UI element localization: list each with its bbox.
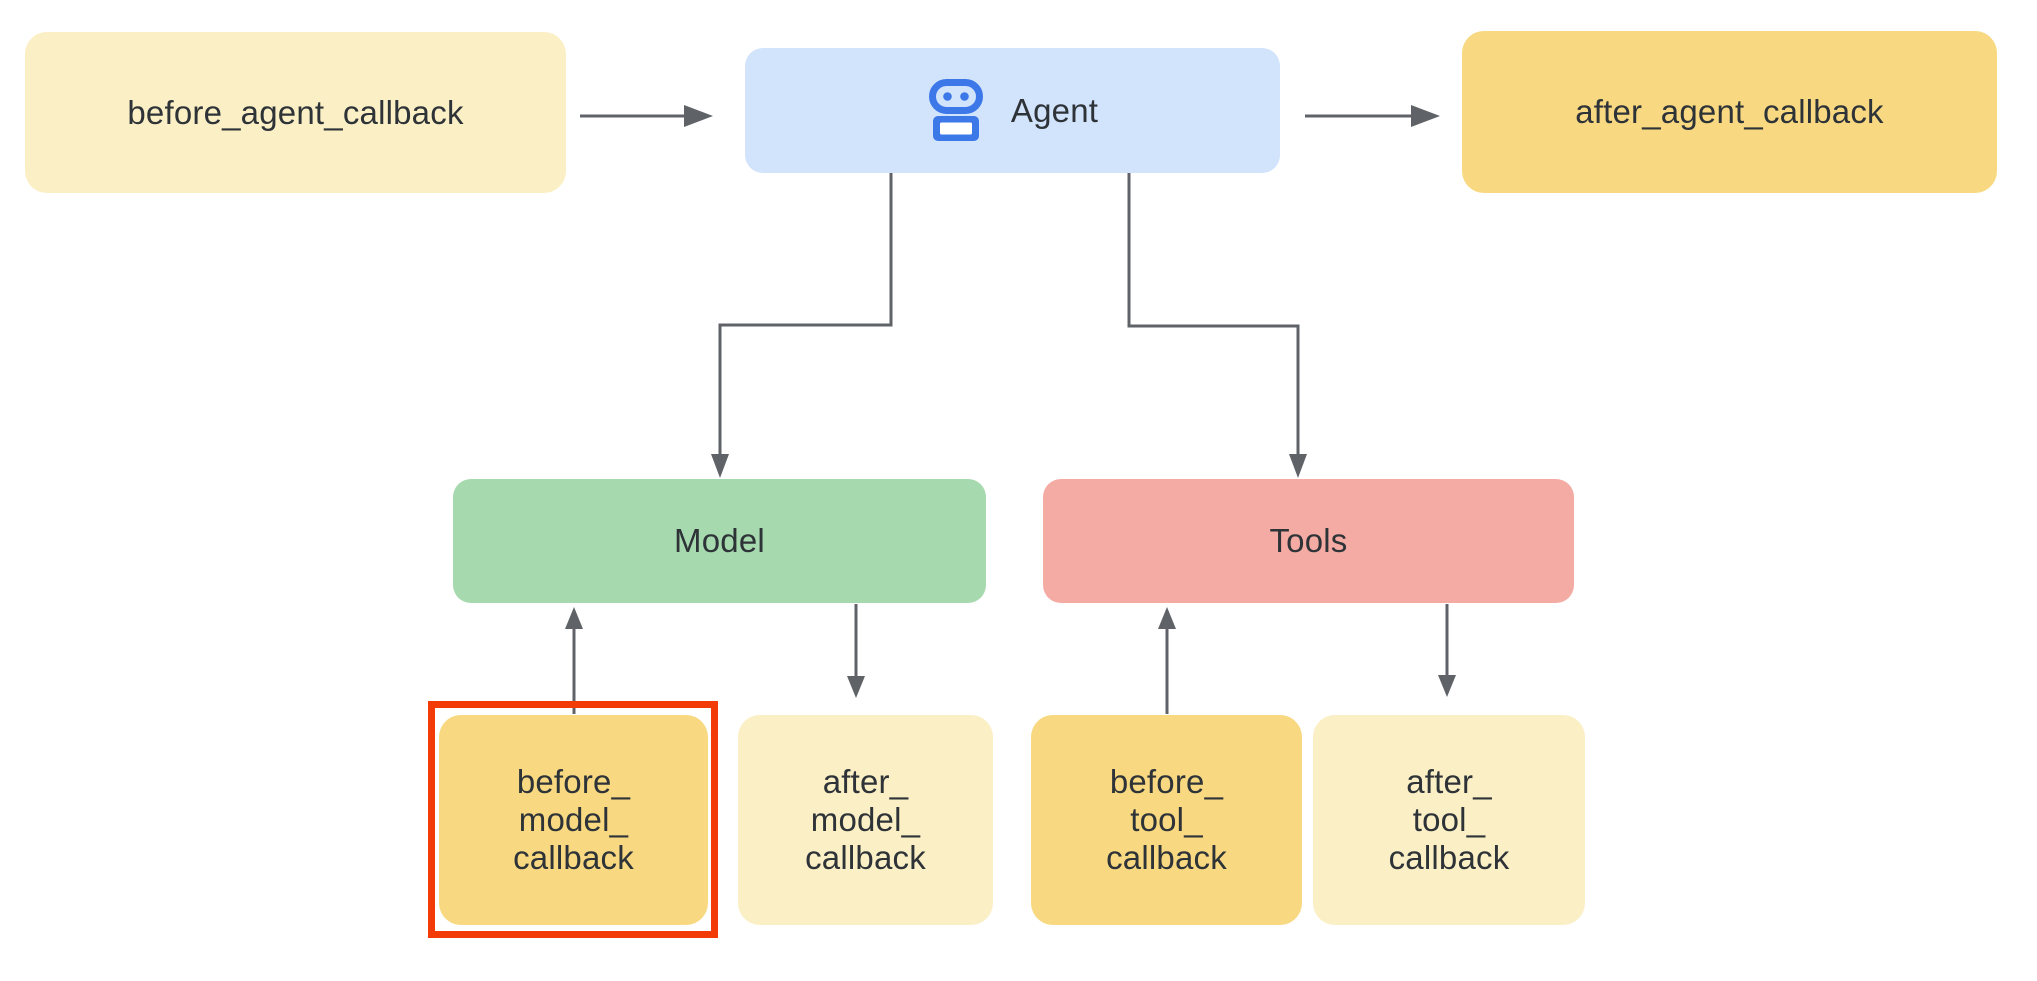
node-label: Agent [1010, 91, 1099, 129]
arrow-agent-to-tools [1127, 173, 1300, 460]
arrowhead [847, 676, 865, 698]
node-label: after_ model_ callback [805, 763, 926, 876]
arrowhead [1411, 105, 1440, 127]
highlight-border [428, 701, 718, 938]
arrowhead [1289, 454, 1307, 478]
node-label: after_agent_callback [1575, 93, 1884, 130]
node-label: Model [674, 522, 765, 559]
node-tools: Tools [1043, 479, 1574, 603]
node-before-tool-callback: before_ tool_ callback [1031, 715, 1302, 925]
node-label: before_ model_ callback [513, 763, 634, 876]
robot-icon [928, 78, 983, 141]
arrowhead [1438, 675, 1456, 697]
arrowhead [565, 607, 583, 629]
node-before-agent-callback: before_agent_callback [25, 32, 566, 193]
node-before-model-callback: before_ model_ callback [439, 715, 708, 925]
node-label: after_ tool_ callback [1388, 763, 1510, 876]
node-after-agent-callback: after_agent_callback [1462, 31, 1997, 193]
arrow-agent-to-model [718, 173, 893, 460]
node-agent: Agent [745, 48, 1280, 173]
node-after-tool-callback: after_ tool_ callback [1313, 715, 1585, 925]
node-model: Model [453, 479, 986, 603]
arrowhead [1158, 607, 1176, 629]
node-label: Tools [1269, 522, 1348, 559]
node-after-model-callback: after_ model_ callback [738, 715, 993, 925]
arrowhead [711, 454, 729, 478]
node-label: before_agent_callback [127, 93, 464, 131]
arrowhead [684, 105, 713, 127]
node-label: before_ tool_ callback [1106, 763, 1227, 876]
